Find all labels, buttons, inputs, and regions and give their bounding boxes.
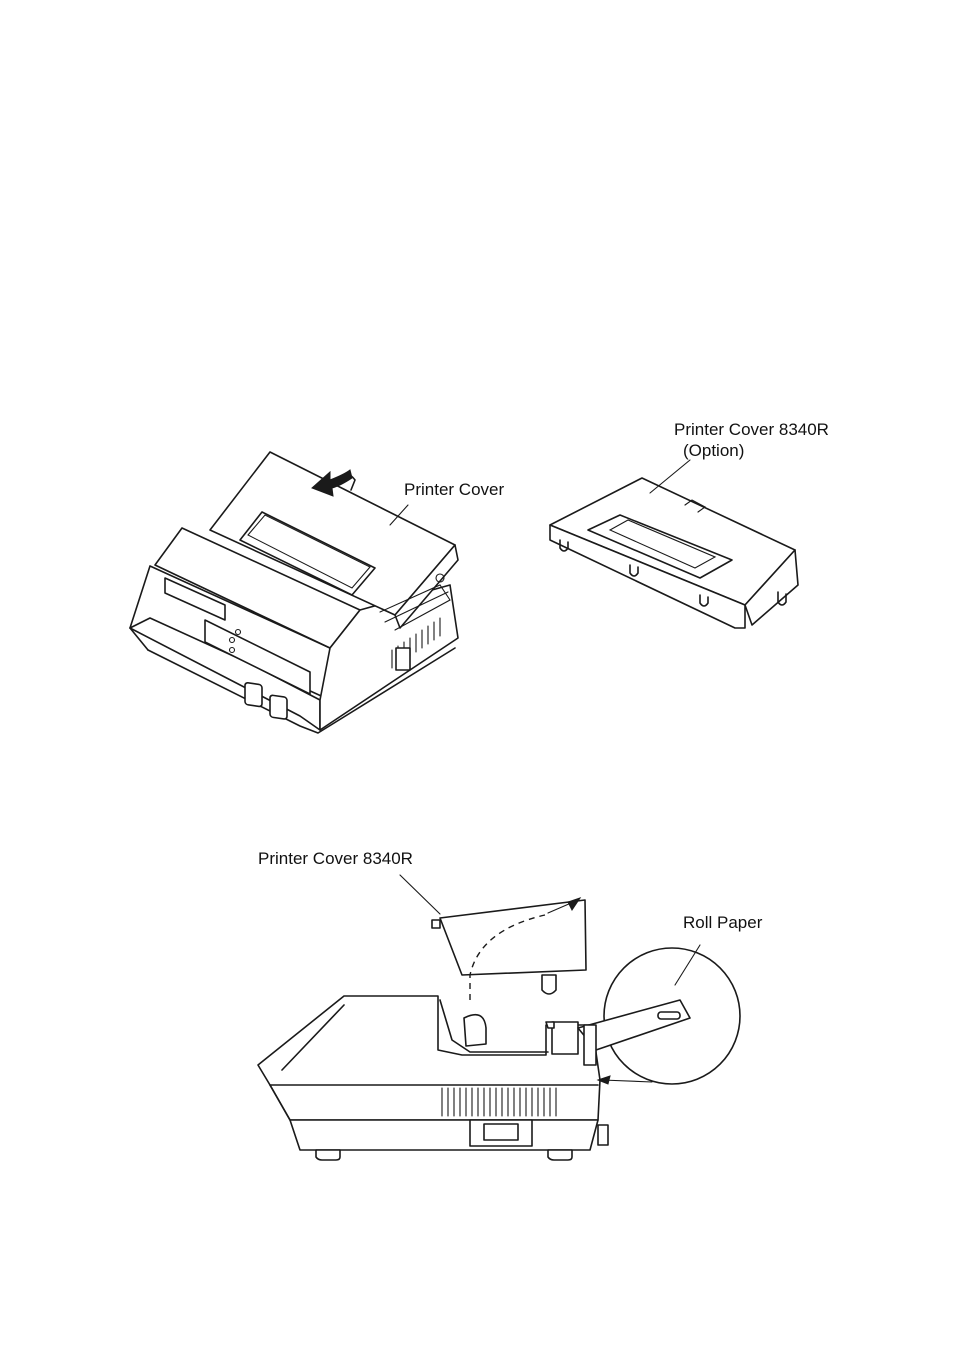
- printer-cover-8340r-option-label: Printer Cover 8340R: [674, 420, 829, 439]
- printer-cover-8340r-side-label: Printer Cover 8340R: [258, 849, 413, 868]
- roll-paper-label: Roll Paper: [683, 913, 763, 932]
- option-label: (Option): [683, 441, 745, 460]
- printer-cover-label: Printer Cover: [404, 480, 505, 499]
